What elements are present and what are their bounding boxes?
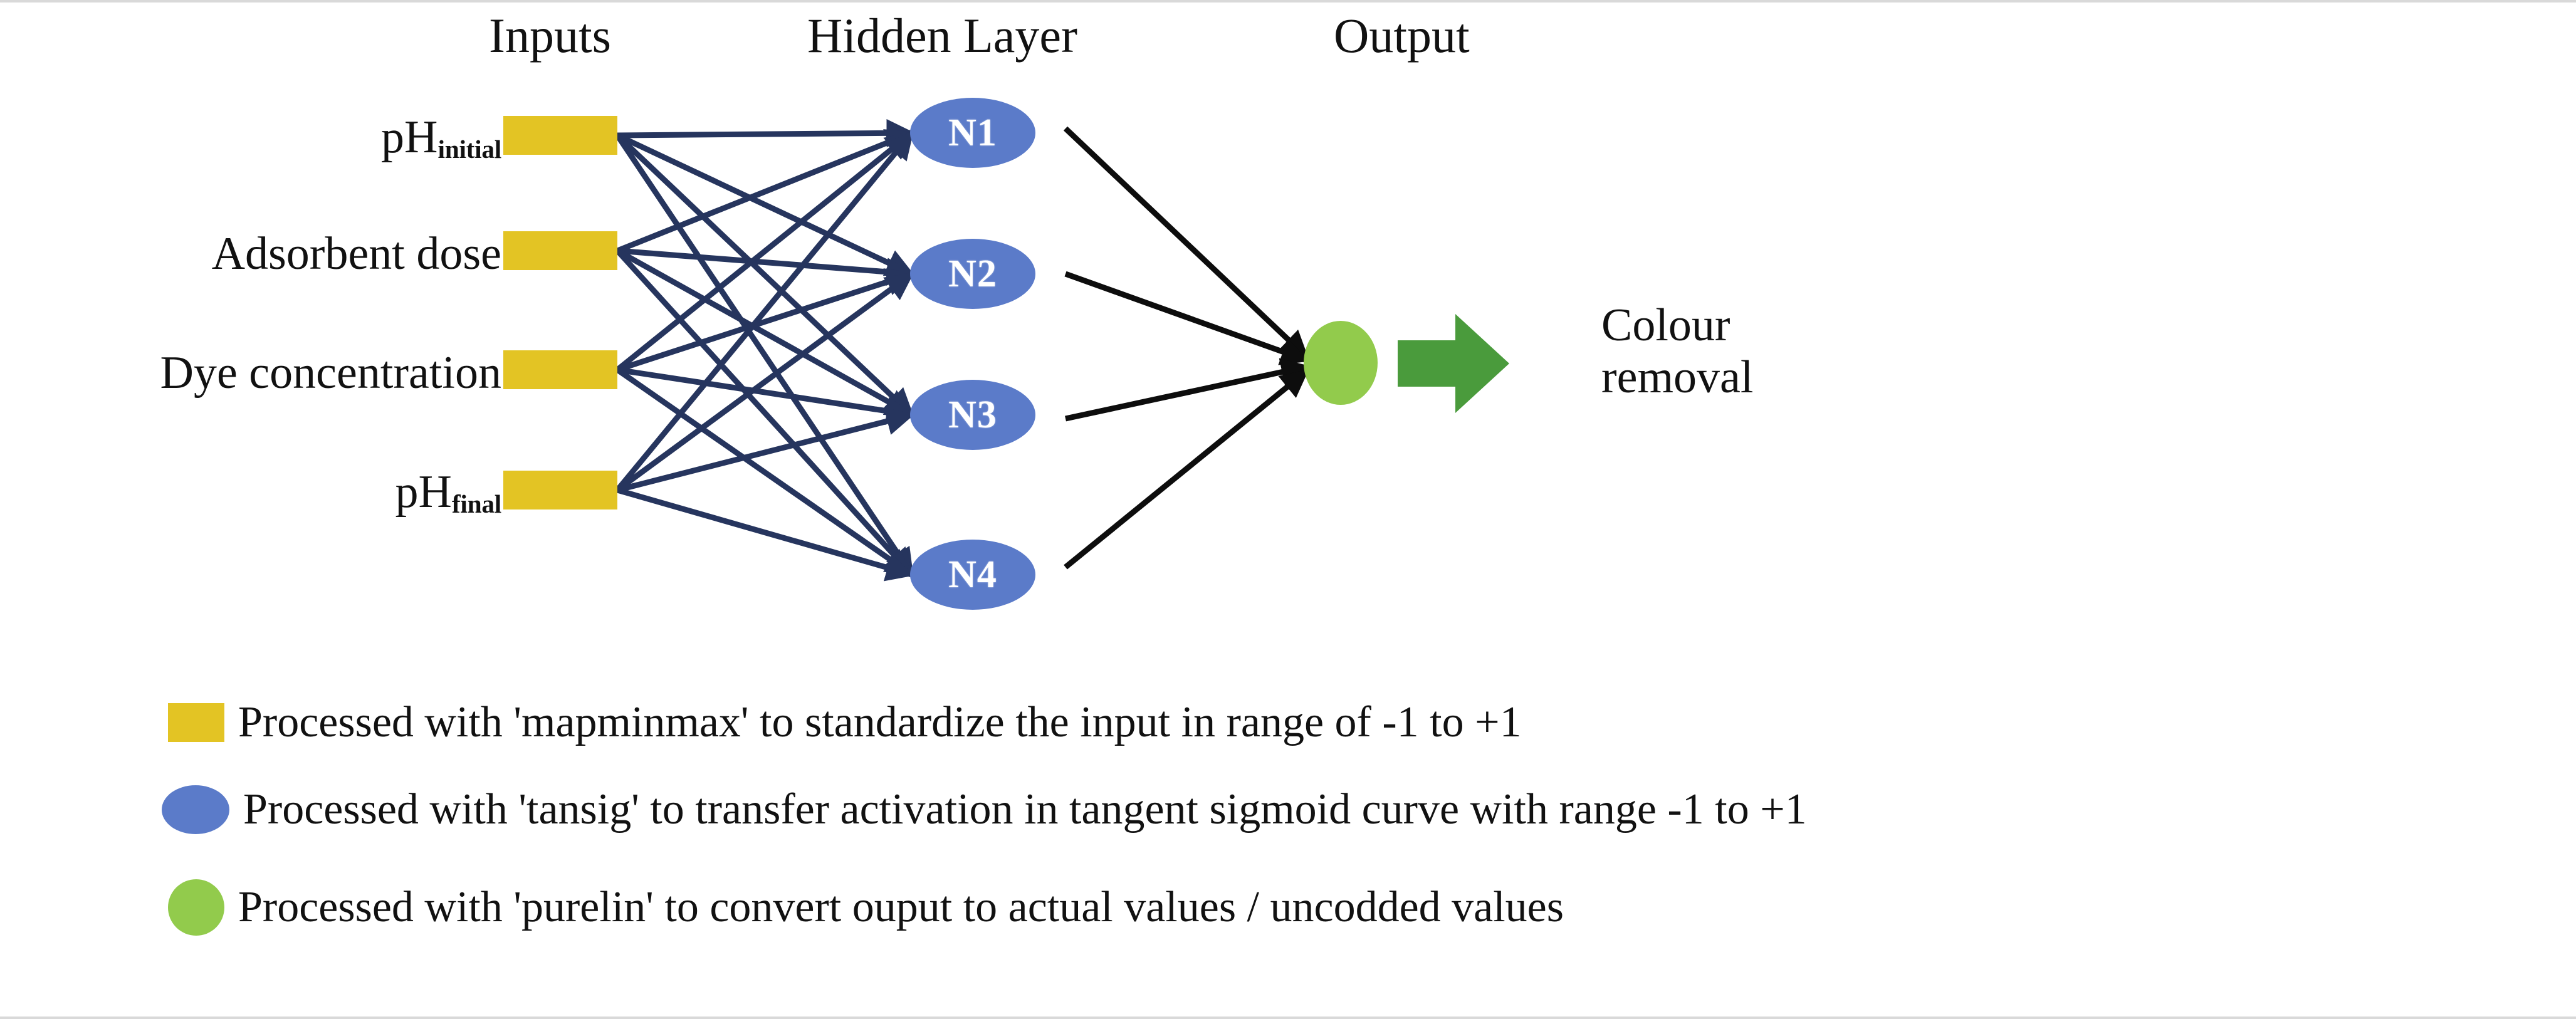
hidden-node-n1-label: N1 (948, 111, 997, 154)
input-label-adsorbent-dose-main: Adsorbent dose (211, 228, 501, 280)
input-label-dye-concentration: Dye concentration (25, 347, 502, 399)
input-box-dye-concentration[interactable] (503, 350, 617, 389)
connection-edges (615, 118, 1310, 582)
input-label-ph-initial-main: pH (381, 112, 438, 163)
input-label-dye-concentration-main: Dye concentration (160, 347, 502, 399)
legend-swatch-green-circle (168, 879, 224, 936)
input-label-ph-final-main: pH (395, 466, 452, 518)
header-inputs: Inputs (489, 8, 611, 63)
output-label-line2: removal (1601, 351, 1754, 403)
legend-text-purelin: Processed with 'purelin' to convert oupu… (238, 883, 1564, 931)
input-box-adsorbent-dose[interactable] (503, 231, 617, 270)
hidden-node-n2[interactable]: N2 (910, 239, 1035, 309)
hidden-node-n4-label: N4 (948, 553, 997, 596)
hidden-node-n1[interactable]: N1 (910, 98, 1035, 168)
legend-text-mapminmax: Processed with 'mapminmax' to standardiz… (238, 698, 1522, 746)
legend-item-purelin: Processed with 'purelin' to convert oupu… (168, 879, 1564, 936)
header-output: Output (1334, 8, 1470, 63)
input-box-ph-final[interactable] (503, 471, 617, 509)
output-label-colour-removal: Colour removal (1601, 300, 1753, 404)
legend-text-tansig: Processed with 'tansig' to transfer acti… (243, 785, 1807, 833)
input-label-adsorbent-dose: Adsorbent dose (38, 231, 501, 277)
top-border (0, 0, 2576, 3)
input-label-ph-initial: pHinitial (38, 112, 501, 163)
hidden-node-n3-label: N3 (948, 393, 997, 436)
hidden-node-n2-label: N2 (948, 252, 997, 295)
hidden-node-n4[interactable]: N4 (910, 540, 1035, 610)
output-arrow-icon (1398, 314, 1509, 413)
input-label-ph-initial-sub: initial (437, 135, 501, 164)
bottom-border (0, 1016, 2576, 1019)
input-label-ph-final: pHfinal (38, 466, 501, 519)
header-hidden-layer: Hidden Layer (807, 8, 1077, 63)
legend-item-tansig: Processed with 'tansig' to transfer acti… (162, 785, 1807, 834)
input-box-ph-initial[interactable] (503, 116, 617, 155)
legend-swatch-blue-ellipse (162, 785, 229, 834)
legend-item-mapminmax: Processed with 'mapminmax' to standardiz… (168, 701, 1522, 745)
output-node-circle[interactable] (1304, 321, 1378, 405)
input-label-ph-final-sub: final (451, 489, 501, 519)
legend-swatch-yellow-rectangle (168, 703, 224, 742)
output-label-line1: Colour (1601, 300, 1730, 351)
hidden-node-n3[interactable]: N3 (910, 380, 1035, 450)
